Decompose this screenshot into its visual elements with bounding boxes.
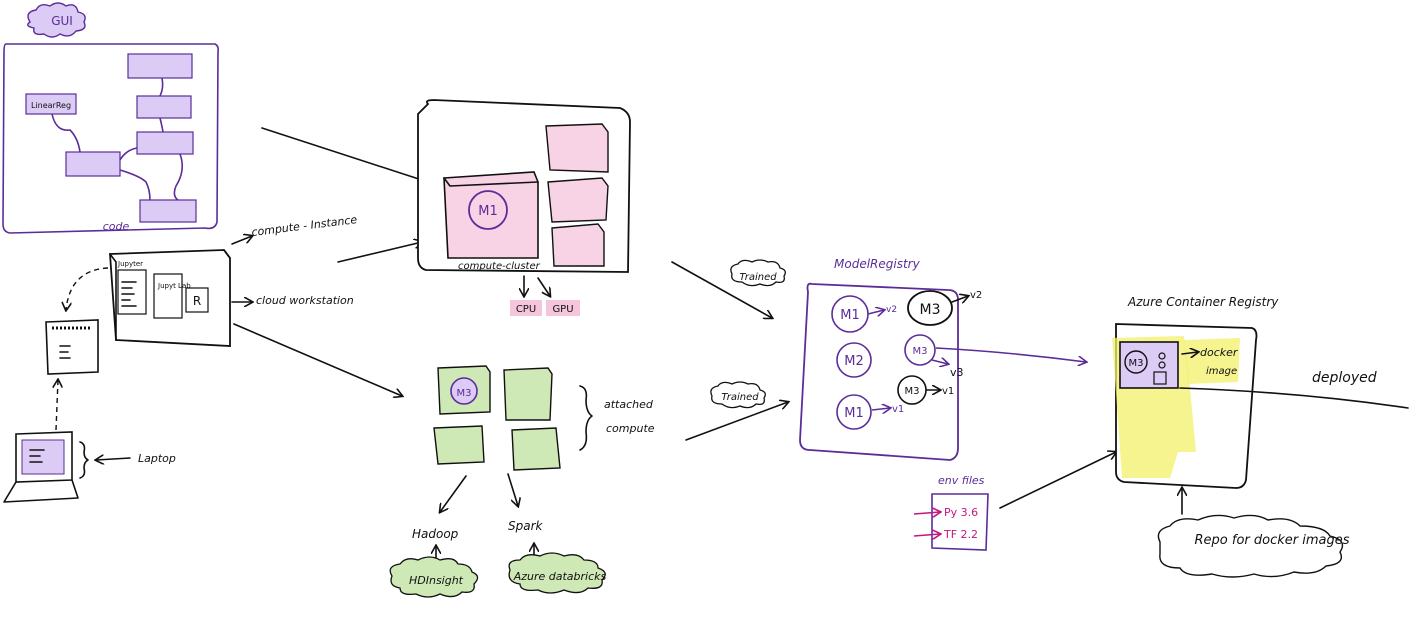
attached-node-4 (511, 427, 561, 471)
gui-block-5 (139, 199, 197, 223)
compute-instance-label: compute - Instance (251, 213, 358, 239)
attached-label-line2: compute (606, 422, 655, 435)
trained-label-2: Trained (721, 392, 759, 403)
laptop-icon (3, 431, 79, 503)
reg-m1-top-label: M1 (840, 308, 860, 323)
cloud-workstation-label: cloud workstation (256, 294, 354, 307)
reg-v3-label: v3 (950, 366, 964, 379)
jupyter-label: Jupyter (117, 260, 143, 268)
gpu-label: GPU (552, 304, 573, 315)
reg-v1-b-label: v1 (892, 404, 904, 415)
reg-m3-top-label: M3 (920, 302, 941, 318)
acr-box: M3 docker image (1112, 323, 1258, 489)
laptop-label: Laptop (138, 452, 176, 465)
cluster-node-4 (551, 223, 605, 267)
cloud-workstation-box: Jupyter Jupyt Lab R (109, 249, 231, 347)
device-screen (45, 319, 99, 375)
reg-m1-low-label: M1 (844, 406, 864, 421)
hdinsight-label: HDInsight (409, 574, 464, 587)
registry-m1-low (836, 394, 872, 430)
registry-m3-mid (904, 334, 936, 366)
model-m1-node (468, 190, 508, 230)
linear-reg-block (25, 93, 77, 115)
acr-m3-label: M3 (1129, 358, 1144, 369)
azure-databricks-cloud: Azure databricks (508, 552, 607, 594)
jupyter-lab-window (153, 273, 183, 319)
reg-m3-mid-label: M3 (913, 346, 928, 357)
cpu-tag (510, 300, 542, 316)
attached-compute-group: M3 (433, 365, 561, 471)
gui-cloud-tag: GUI (27, 2, 86, 38)
env-tf-label: TF 2.2 (943, 528, 978, 541)
gui-block-4 (65, 151, 121, 177)
compute-cluster-label: compute-cluster (458, 261, 541, 272)
r-window (185, 287, 209, 313)
acr-title: Azure Container Registry (1127, 295, 1279, 309)
docker-image-label-line1: docker (1200, 346, 1239, 359)
deployed-label: deployed (1312, 370, 1377, 386)
reg-v2-b-label: v2 (970, 290, 982, 301)
r-label: R (193, 294, 201, 308)
acr-m3-node (1124, 350, 1148, 374)
jupyter-lab-label: Jupyt Lab (157, 282, 191, 290)
attached-m3-label: M3 (457, 388, 472, 399)
trained-cloud-2: Trained (710, 381, 766, 409)
reg-v1-a-label: v1 (942, 386, 954, 397)
attached-node-2 (503, 367, 553, 421)
linear-reg-label: LinearReg (31, 101, 71, 110)
gpu-tag (546, 300, 580, 316)
registry-m3-top (907, 290, 953, 326)
reg-m3-low-label: M3 (905, 386, 920, 397)
gui-block-1 (127, 53, 193, 79)
attached-node-3 (433, 425, 485, 465)
repo-docker-cloud: Repo for docker images (1157, 514, 1350, 578)
reg-v2-a-label: v2 (886, 305, 897, 315)
gui-label: GUI (51, 14, 73, 28)
compute-cluster-box: M1 compute-cluster (417, 99, 631, 273)
hadoop-label: Hadoop (412, 527, 459, 541)
gui-block-2 (136, 95, 192, 119)
gui-block-3 (136, 131, 194, 155)
code-label: code (103, 220, 130, 233)
cpu-label: CPU (516, 304, 536, 315)
gui-designer-panel: LinearReg (2, 43, 219, 234)
env-files-label: env files (938, 474, 985, 487)
azure-databricks-label: Azure databricks (513, 570, 607, 583)
trained-label-1: Trained (739, 272, 777, 283)
spark-label: Spark (508, 519, 544, 533)
repo-docker-label: Repo for docker images (1195, 533, 1350, 548)
model-m3-node (450, 377, 478, 405)
trained-cloud-1: Trained (730, 259, 786, 287)
registry-m2 (836, 342, 872, 378)
cluster-node-3 (547, 177, 609, 223)
cluster-m1-label: M1 (478, 204, 498, 219)
env-files-box: Py 3.6 TF 2.2 (913, 493, 989, 551)
model-registry-box: M1 v2 M3 v2 M2 M3 v3 M3 v1 M1 v1 (799, 282, 982, 461)
reg-m2-label: M2 (844, 354, 864, 369)
model-registry-title: ModelRegistry (834, 257, 921, 271)
env-py-label: Py 3.6 (944, 506, 978, 519)
jupyter-window (117, 269, 147, 315)
hdinsight-cloud: HDInsight (389, 556, 479, 598)
cluster-node-2 (545, 123, 609, 173)
attached-label-line1: attached (604, 398, 654, 411)
docker-image-label-line2: image (1206, 366, 1237, 377)
